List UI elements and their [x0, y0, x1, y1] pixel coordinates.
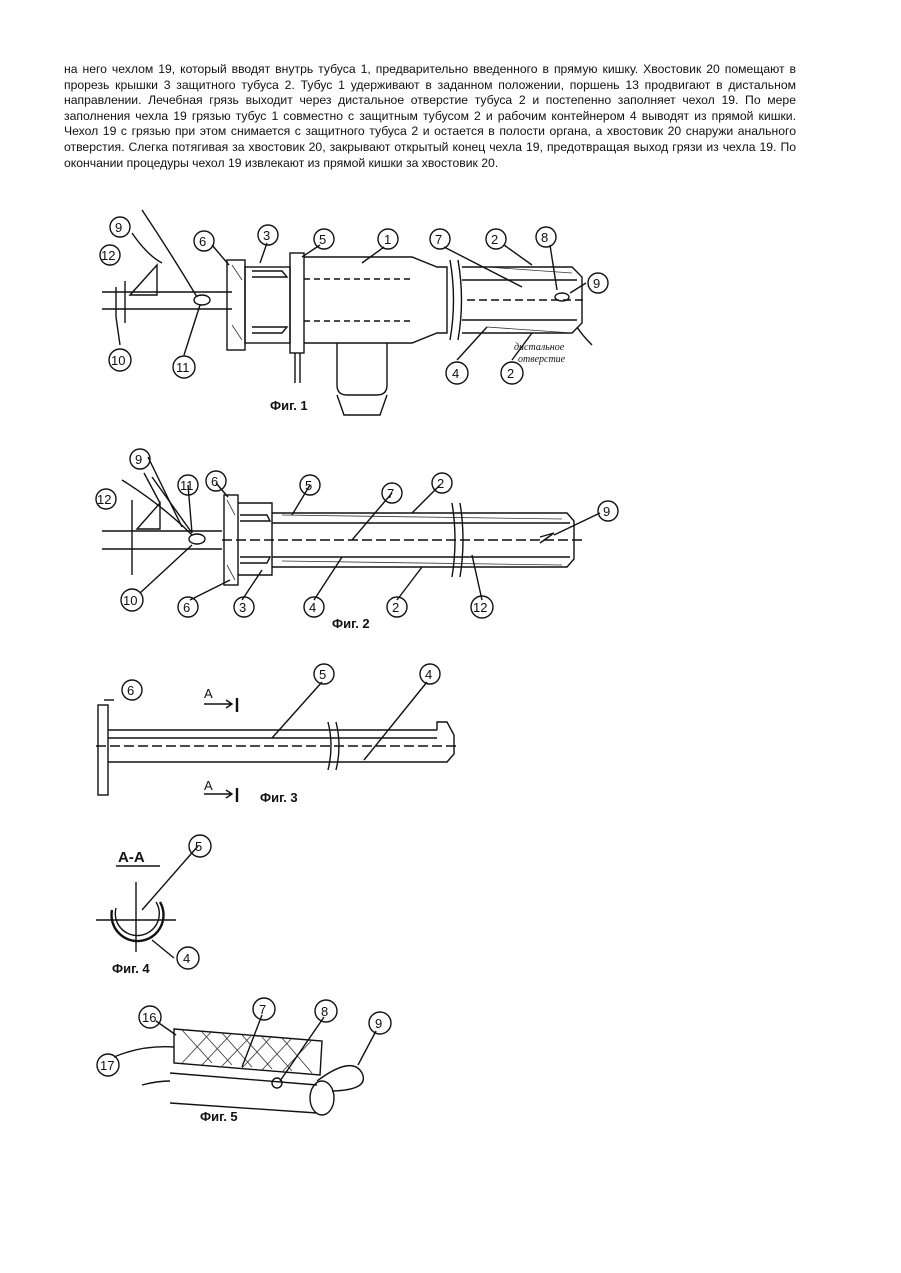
fig5-caption: Фиг. 5 — [200, 1109, 238, 1124]
fig1-label-5: 5 — [314, 229, 334, 249]
svg-text:7: 7 — [387, 486, 394, 501]
svg-text:12: 12 — [473, 600, 487, 615]
svg-text:2: 2 — [507, 366, 514, 381]
fig1-label-2b: 2 — [501, 362, 523, 384]
fig2-caption: Фиг. 2 — [332, 616, 370, 631]
svg-text:5: 5 — [319, 667, 326, 682]
fig1-label-9b: 9 — [588, 273, 608, 293]
fig1-note-opening: отверстие — [518, 354, 566, 365]
svg-text:5: 5 — [195, 839, 202, 854]
svg-text:8: 8 — [321, 1004, 328, 1019]
svg-text:11: 11 — [176, 360, 190, 375]
fig1-label-11: 11 — [173, 356, 195, 378]
svg-text:9: 9 — [135, 452, 142, 467]
figure-1: 9 12 6 3 5 1 7 2 8 9 10 11 4 2 дистально… — [92, 205, 622, 430]
fig2-label-9a: 9 — [130, 449, 150, 469]
fig2-label-12a: 12 — [96, 489, 116, 509]
fig1-label-8: 8 — [536, 227, 556, 247]
fig2-label-6a: 6 — [206, 471, 226, 491]
fig1-label-7: 7 — [430, 229, 450, 249]
svg-text:6: 6 — [211, 474, 218, 489]
svg-text:8: 8 — [541, 230, 548, 245]
body-paragraph: на него чехлом 19, который вводят внутрь… — [64, 62, 796, 171]
fig3-section-mark-top: А — [204, 686, 213, 701]
svg-text:6: 6 — [199, 234, 206, 249]
fig3-label-6: 6 — [122, 680, 142, 700]
svg-text:17: 17 — [100, 1058, 114, 1073]
fig3-section-mark-bottom: А — [204, 778, 213, 793]
figure-3: А А 6 5 4 Фиг. 3 — [92, 660, 472, 810]
svg-text:9: 9 — [593, 276, 600, 291]
svg-text:1: 1 — [384, 232, 391, 247]
fig1-label-1: 1 — [378, 229, 398, 249]
fig1-label-2a: 2 — [486, 229, 506, 249]
svg-text:7: 7 — [259, 1002, 266, 1017]
fig2-label-2a: 2 — [432, 473, 452, 493]
svg-text:3: 3 — [239, 600, 246, 615]
svg-text:11: 11 — [180, 478, 194, 493]
svg-text:4: 4 — [425, 667, 432, 682]
svg-text:12: 12 — [101, 248, 115, 263]
fig2-label-5: 5 — [300, 475, 320, 495]
svg-text:9: 9 — [375, 1016, 382, 1031]
fig4-section-title: А-А — [118, 849, 145, 866]
fig2-label-12b: 12 — [471, 596, 493, 618]
svg-text:10: 10 — [123, 593, 137, 608]
fig5-label-7: 7 — [253, 998, 275, 1020]
fig3-label-5: 5 — [314, 664, 334, 684]
svg-text:5: 5 — [319, 232, 326, 247]
figure-4: А-А 5 4 Фиг. 4 — [92, 830, 222, 980]
fig2-label-11: 11 — [178, 475, 198, 495]
fig2-label-6b: 6 — [178, 597, 198, 617]
svg-text:12: 12 — [97, 492, 111, 507]
svg-text:16: 16 — [142, 1010, 156, 1025]
figure-5: 16 7 8 9 17 Фиг. 5 — [92, 995, 392, 1130]
fig1-label-4: 4 — [446, 362, 468, 384]
svg-text:5: 5 — [305, 478, 312, 493]
svg-text:6: 6 — [127, 683, 134, 698]
fig3-caption: Фиг. 3 — [260, 790, 298, 805]
fig2-label-3: 3 — [234, 597, 254, 617]
fig2-label-2b: 2 — [387, 597, 407, 617]
svg-text:4: 4 — [452, 366, 459, 381]
fig2-label-4: 4 — [304, 597, 324, 617]
fig2-label-7: 7 — [382, 483, 402, 503]
fig5-label-16: 16 — [139, 1006, 161, 1028]
fig2-label-10: 10 — [121, 589, 143, 611]
svg-text:4: 4 — [183, 951, 190, 966]
svg-text:4: 4 — [309, 600, 316, 615]
fig4-caption: Фиг. 4 — [112, 961, 150, 976]
fig1-caption: Фиг. 1 — [270, 398, 308, 413]
svg-text:2: 2 — [437, 476, 444, 491]
fig1-label-9a: 9 — [110, 217, 130, 237]
fig1-note-distal: дистальное — [514, 342, 565, 353]
fig5-label-17: 17 — [97, 1054, 119, 1076]
svg-text:6: 6 — [183, 600, 190, 615]
fig4-label-4: 4 — [177, 947, 199, 969]
fig4-label-5: 5 — [189, 835, 211, 857]
svg-text:9: 9 — [603, 504, 610, 519]
fig1-label-3: 3 — [258, 225, 278, 245]
fig5-label-9: 9 — [369, 1012, 391, 1034]
fig1-label-10: 10 — [109, 349, 131, 371]
svg-text:2: 2 — [491, 232, 498, 247]
fig5-label-8: 8 — [315, 1000, 337, 1022]
svg-text:9: 9 — [115, 220, 122, 235]
svg-text:10: 10 — [111, 353, 125, 368]
fig1-label-12: 12 — [100, 245, 120, 265]
svg-text:7: 7 — [435, 232, 442, 247]
fig3-label-4: 4 — [420, 664, 440, 684]
fig1-label-6: 6 — [194, 231, 214, 251]
svg-text:3: 3 — [263, 228, 270, 243]
svg-text:2: 2 — [392, 600, 399, 615]
figure-2: 9 11 6 5 7 2 12 9 10 6 3 4 2 12 Фиг. 2 — [92, 445, 622, 635]
fig2-label-9b: 9 — [598, 501, 618, 521]
